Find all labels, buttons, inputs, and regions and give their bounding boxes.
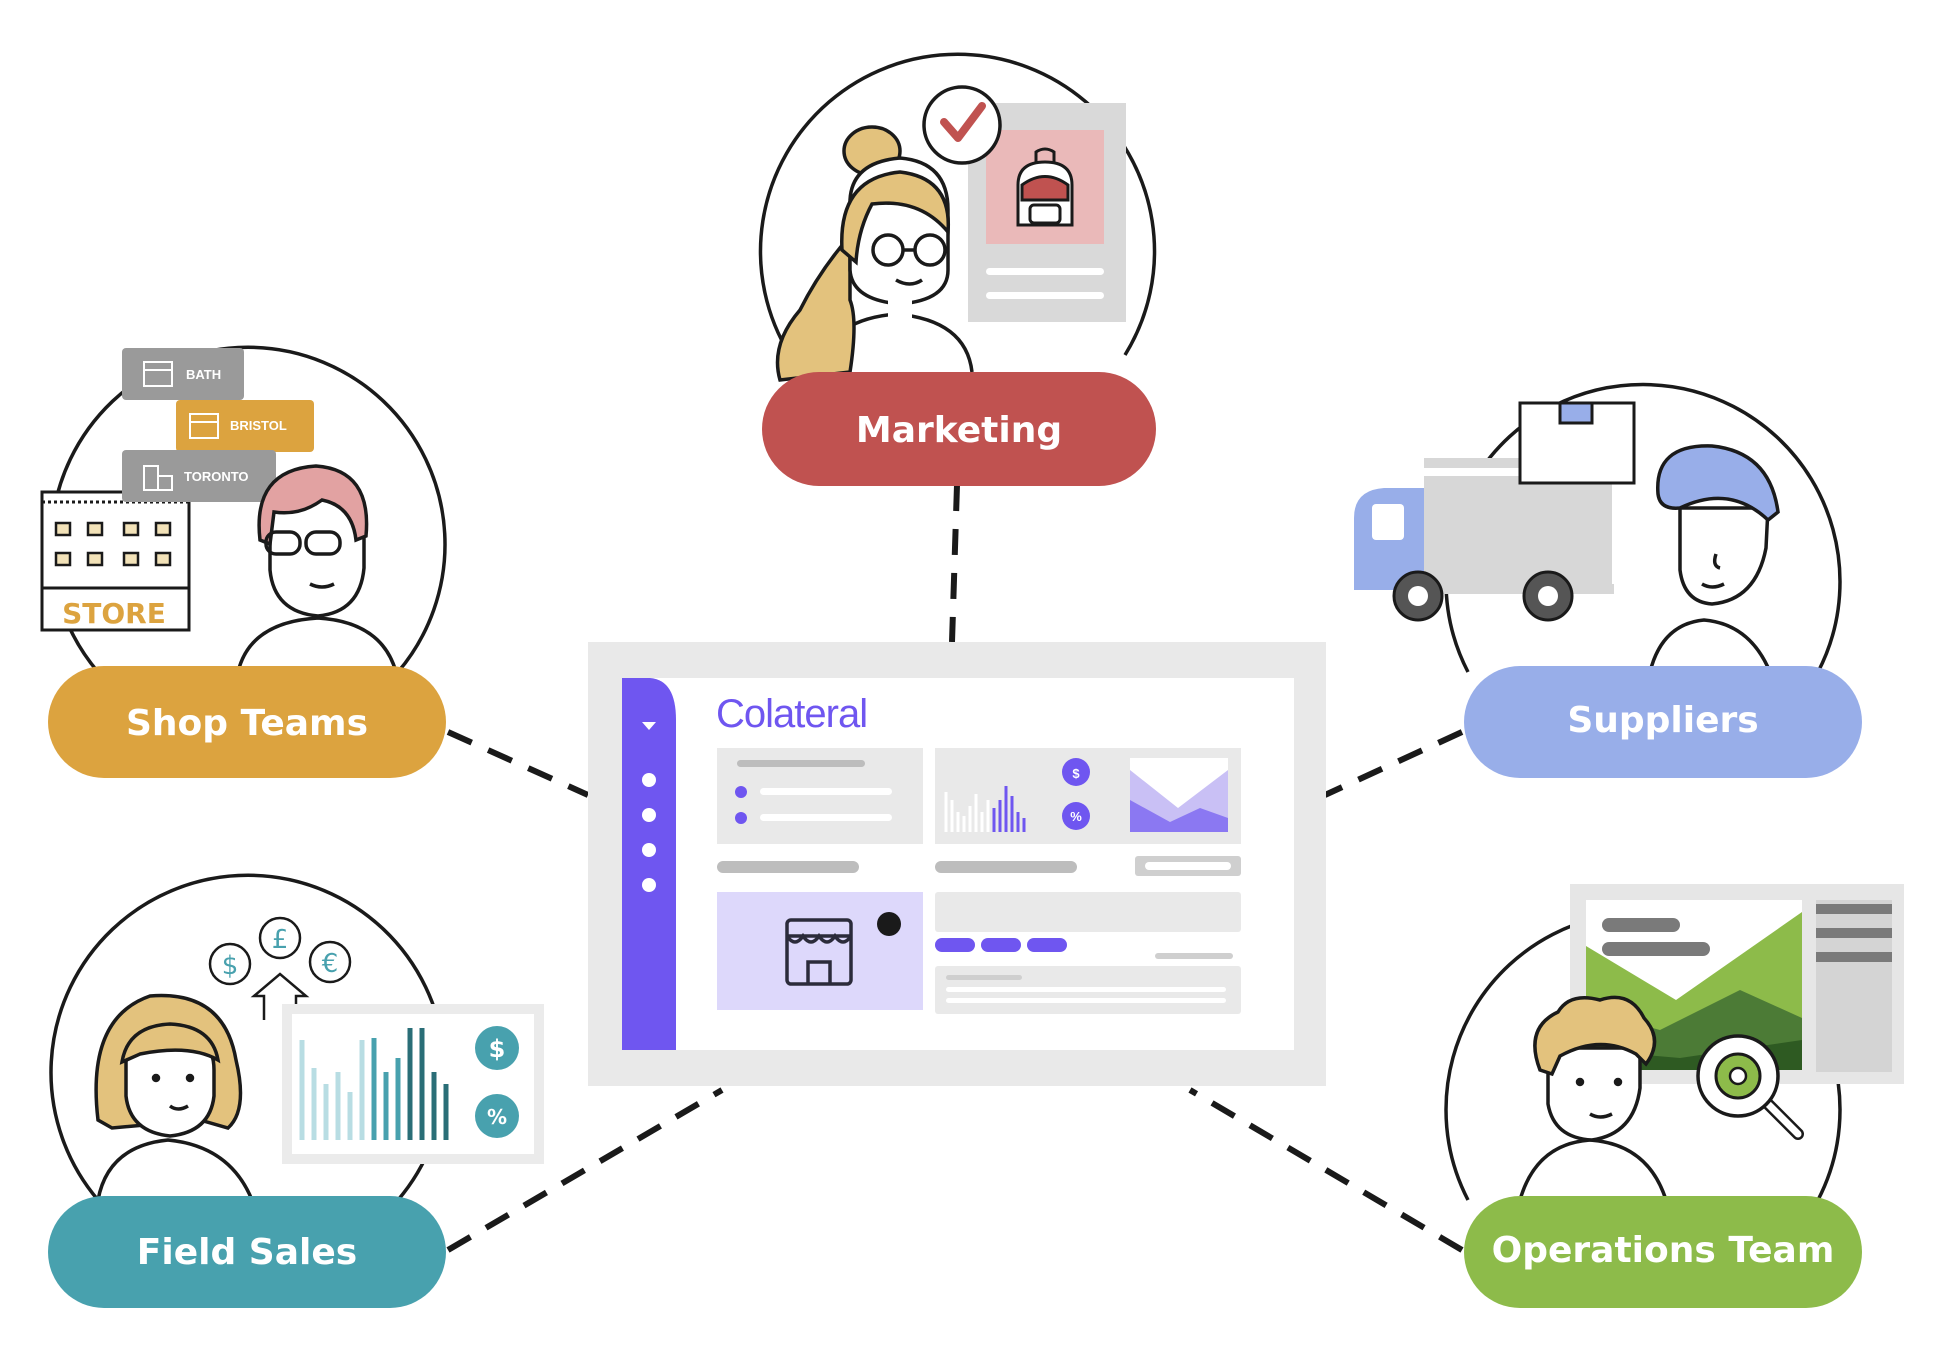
svg-text:$: $: [222, 951, 239, 981]
dashboard-mockup: Colateral $: [588, 642, 1326, 1086]
currency-icons: $ £ €: [208, 916, 352, 1020]
svg-text:%: %: [487, 1105, 507, 1129]
dollar-icon: $: [208, 942, 252, 986]
svg-text:£: £: [272, 925, 289, 955]
package-box-icon: [1518, 401, 1636, 485]
connector-shop-teams: [446, 729, 590, 798]
chevron-down-icon: [642, 722, 656, 730]
field-sales-person: [94, 993, 254, 1201]
percent-badge: %: [475, 1094, 519, 1138]
dashboard-sidebar: [622, 678, 676, 1050]
connector-marketing: [949, 484, 960, 643]
suppliers-label: Suppliers: [1567, 700, 1758, 741]
marketing-person: [775, 125, 974, 382]
shop-teams-label: Shop Teams: [126, 703, 368, 744]
app-logo: Colateral: [716, 692, 867, 736]
dollar-badge: $: [1062, 758, 1090, 786]
svg-text:€: €: [322, 949, 339, 979]
percent-badge: %: [1062, 802, 1090, 830]
svg-text:TORONTO: TORONTO: [184, 469, 249, 484]
pound-icon: £: [258, 916, 302, 960]
shop-icon: [143, 361, 173, 387]
svg-text:BATH: BATH: [186, 367, 221, 382]
storefront-icon: [785, 918, 853, 986]
sales-chart-panel: $ %: [282, 1004, 544, 1164]
store-tag-bristol: BRISTOL: [176, 400, 314, 452]
store-tag-toronto: TORONTO: [122, 450, 276, 502]
store-tag-bath: BATH: [122, 348, 244, 400]
magnifier-gear-icon: [1696, 1034, 1804, 1140]
shop-icon: [189, 413, 219, 439]
operations-person: [1518, 995, 1668, 1201]
shop-teams-node: STORE BATH BRISTOL TORONTO: [40, 345, 447, 778]
mini-area-chart: [1130, 758, 1228, 832]
check-icon: [922, 85, 1002, 165]
connector-field-sales: [446, 1087, 724, 1253]
suppliers-person: [1648, 444, 1780, 673]
marketing-label: Marketing: [856, 410, 1062, 451]
connector-lines: [446, 484, 1464, 1253]
backpack-icon: [1016, 147, 1074, 227]
svg-text:BRISTOL: BRISTOL: [230, 418, 287, 433]
operations-node: Operations Team: [1444, 884, 1904, 1308]
svg-text:%: %: [1070, 809, 1082, 824]
field-sales-node: $ £ €: [48, 873, 544, 1308]
dollar-badge: $: [475, 1026, 519, 1070]
marketing-node: Marketing: [758, 52, 1157, 486]
euro-icon: €: [308, 940, 352, 984]
store-building-icon: [40, 490, 191, 632]
field-sales-label: Field Sales: [137, 1232, 357, 1273]
operations-label: Operations Team: [1492, 1230, 1835, 1271]
mini-bar-chart: [944, 786, 1026, 832]
connector-operations: [1188, 1087, 1464, 1253]
svg-text:$: $: [1072, 766, 1080, 781]
building-icon: [143, 465, 173, 491]
notification-dot: [877, 912, 901, 936]
shop-teams-person: [236, 464, 398, 673]
suppliers-node: Suppliers: [1354, 382, 1862, 778]
svg-text:$: $: [489, 1035, 506, 1063]
store-sign: STORE: [62, 597, 166, 630]
connector-suppliers: [1323, 729, 1464, 798]
